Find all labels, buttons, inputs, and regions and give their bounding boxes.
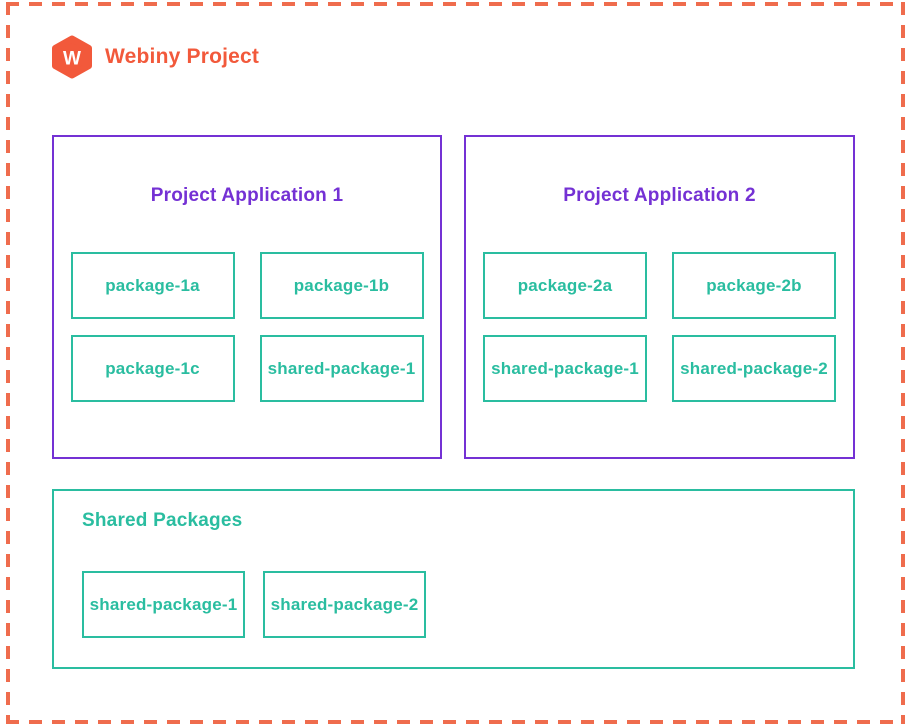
package-box: shared-package-1 xyxy=(483,335,647,402)
package-grid: package-1a package-1b package-1c shared-… xyxy=(54,252,440,402)
package-box: package-1b xyxy=(259,252,424,319)
webiny-logo-icon: W xyxy=(52,35,92,79)
package-box: shared-package-2 xyxy=(263,571,426,638)
package-box: package-2a xyxy=(483,252,647,319)
webiny-logo-letter: W xyxy=(63,49,81,70)
package-grid: package-2a package-2b shared-package-1 s… xyxy=(466,252,853,402)
project-application-1-card: Project Application 1 package-1a package… xyxy=(52,135,442,459)
package-box: package-1a xyxy=(70,252,235,319)
shared-packages-title: Shared Packages xyxy=(82,510,243,531)
shared-package-grid: shared-package-1 shared-package-2 xyxy=(82,571,853,638)
package-box: shared-package-1 xyxy=(82,571,245,638)
project-application-2-card: Project Application 2 package-2a package… xyxy=(464,135,855,459)
application-title: Project Application 1 xyxy=(150,185,344,206)
shared-packages-card: Shared Packages shared-package-1 shared-… xyxy=(52,489,855,669)
project-title: Webiny Project xyxy=(105,45,260,68)
package-box: package-1c xyxy=(70,335,235,402)
package-box: shared-package-1 xyxy=(259,335,424,402)
package-box: shared-package-2 xyxy=(672,335,836,402)
application-title: Project Application 2 xyxy=(563,185,756,206)
package-box: package-2b xyxy=(672,252,836,319)
